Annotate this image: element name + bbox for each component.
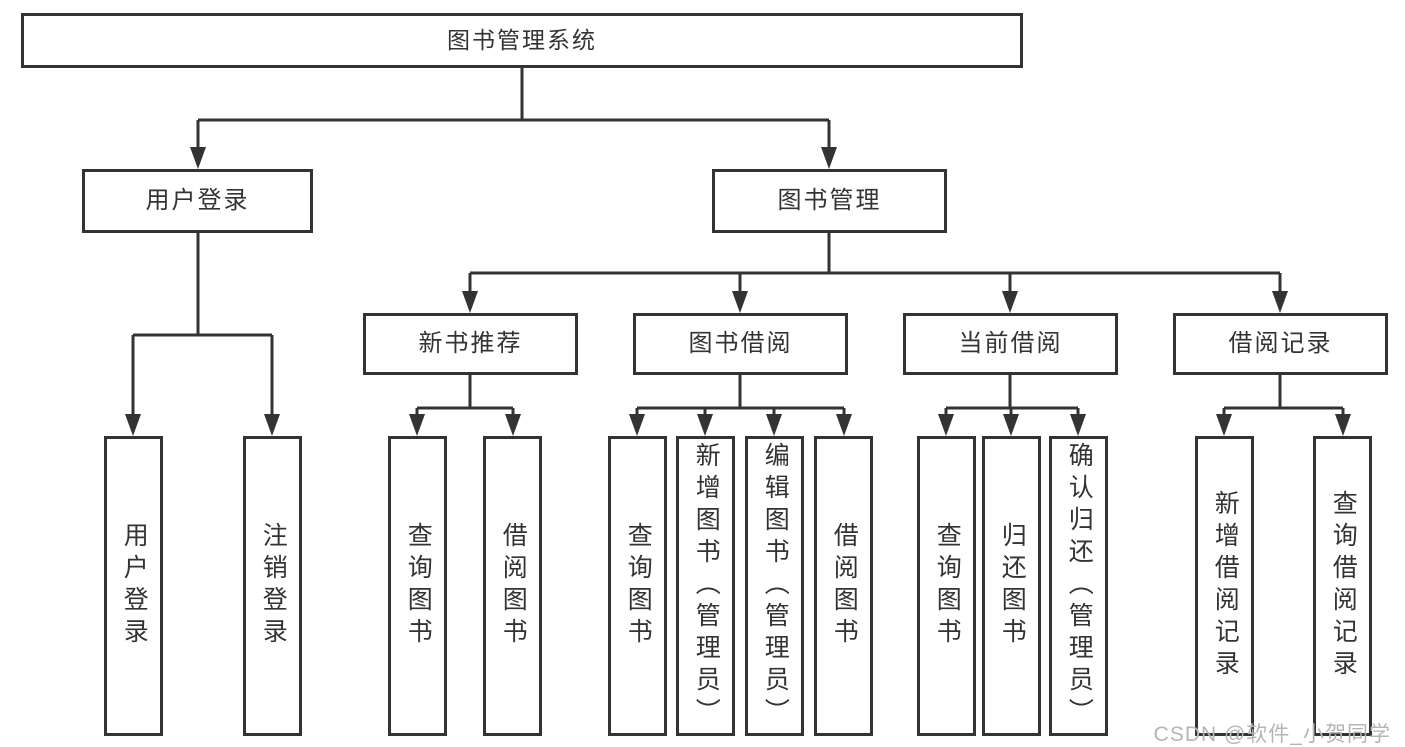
node-label: 归还图书 — [998, 522, 1027, 650]
node-current-borrowing: 当前借阅 — [903, 313, 1118, 375]
node-label: 当前借阅 — [958, 330, 1063, 357]
node-borrowing-records: 借阅记录 — [1173, 313, 1388, 375]
leaf-query-books-borrowing: 查询图书 — [608, 436, 667, 736]
leaf-user-login: 用户登录 — [104, 436, 163, 736]
node-label: 查询图书 — [624, 522, 653, 650]
leaf-add-books-admin: 新增图书（管理员） — [676, 436, 735, 736]
leaf-confirm-return-admin: 确认归还（管理员） — [1049, 436, 1108, 736]
connector-paths — [131, 68, 1345, 416]
leaf-return-books: 归还图书 — [982, 436, 1041, 736]
csdn-watermark: CSDN @软件_小贺同学 — [1153, 723, 1391, 746]
node-library-management-system: 图书管理系统 — [21, 13, 1023, 68]
node-book-borrowing: 图书借阅 — [633, 313, 848, 375]
node-label: 借阅图书 — [499, 522, 528, 650]
node-label: 确认归还（管理员） — [1065, 442, 1094, 730]
node-label: 编辑图书（管理员） — [761, 442, 790, 730]
node-label: 新增图书（管理员） — [692, 442, 721, 730]
node-label: 新增借阅记录 — [1211, 490, 1240, 682]
leaf-borrow-books-recommend: 借阅图书 — [483, 436, 542, 736]
node-label: 查询图书 — [404, 522, 433, 650]
leaf-logout: 注销登录 — [243, 436, 302, 736]
node-book-management: 图书管理 — [712, 169, 947, 233]
node-user-login: 用户登录 — [82, 169, 313, 233]
leaf-query-books-current: 查询图书 — [917, 436, 976, 736]
leaf-add-borrow-record: 新增借阅记录 — [1195, 436, 1254, 736]
node-label: 新书推荐 — [418, 330, 523, 357]
node-label: 用户登录 — [145, 187, 250, 214]
node-label: 用户登录 — [120, 522, 149, 650]
node-label: 查询图书 — [933, 522, 962, 650]
node-label: 图书管理系统 — [447, 27, 597, 53]
leaf-edit-books-admin: 编辑图书（管理员） — [745, 436, 804, 736]
node-label: 借阅记录 — [1228, 330, 1333, 357]
node-label: 借阅图书 — [830, 522, 859, 650]
node-label: 图书借阅 — [688, 330, 793, 357]
leaf-query-borrow-record: 查询借阅记录 — [1313, 436, 1372, 736]
leaf-query-books-recommend: 查询图书 — [388, 436, 447, 736]
node-label: 注销登录 — [259, 522, 288, 650]
arrowheads — [125, 147, 1351, 436]
node-label: 图书管理 — [777, 187, 882, 214]
node-label: 查询借阅记录 — [1329, 490, 1358, 682]
node-new-book-recommendation: 新书推荐 — [363, 313, 578, 375]
leaf-borrow-books: 借阅图书 — [814, 436, 873, 736]
